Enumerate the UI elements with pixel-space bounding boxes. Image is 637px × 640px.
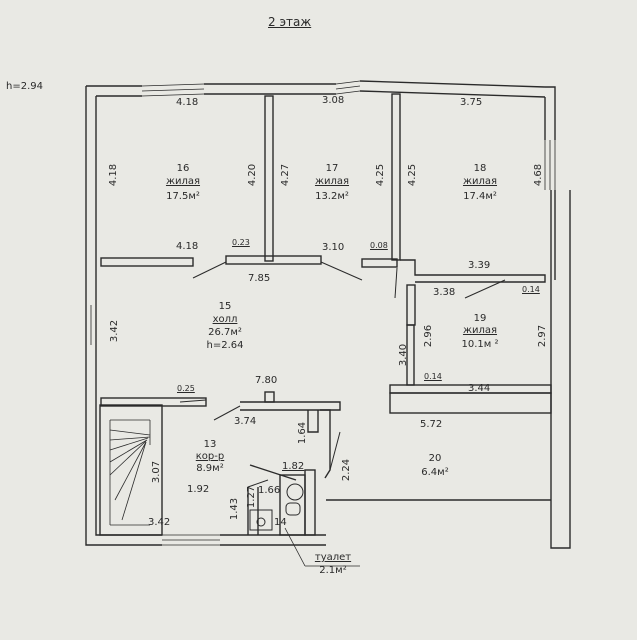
room-number: 13: [203, 439, 217, 450]
room-14-number: 14: [274, 517, 287, 528]
dim-top-19: 3.38: [433, 287, 456, 298]
interior-wall: [99, 93, 552, 536]
dim-corr-width: 1.92: [187, 484, 210, 495]
dim-left-18: 4.25: [407, 163, 419, 187]
wc-leader: [284, 527, 306, 567]
room-area: 13.2м²: [315, 191, 349, 202]
dim-right-16: 4.20: [247, 163, 259, 187]
room-17: 17 жилая 13.2м²: [302, 164, 362, 202]
dim-gap-17-18: 0.08: [370, 241, 388, 250]
dim-right-19: 2.97: [537, 324, 549, 348]
dim-bottom-17: 3.10: [322, 242, 345, 253]
room-number: 15: [218, 301, 232, 312]
dim-wc-inner: 1.27: [246, 485, 258, 509]
dim-hall-bottom: 7.80: [255, 375, 278, 386]
dim-corr-right: 1.64: [297, 421, 309, 445]
dim-bottom-19: 3.44: [468, 383, 491, 394]
room-type: холл: [212, 314, 238, 325]
room-area: 26.7м²: [208, 327, 242, 338]
dim-top-16: 4.18: [176, 97, 199, 108]
room-type: жилая: [462, 325, 498, 336]
room-area: 2.1м²: [319, 565, 347, 576]
height-note: h=2.94: [6, 81, 43, 92]
dim-gap-19: 0.14: [522, 285, 540, 294]
dim-room20-left: 2.24: [341, 458, 353, 482]
room-type: туалет: [314, 552, 352, 563]
room-20: 20 6.4м²: [405, 454, 465, 478]
dim-left-16: 4.18: [108, 163, 120, 187]
dim-left-19: 2.96: [423, 324, 435, 348]
dim-top-17: 3.08: [322, 95, 345, 106]
dim-corr-top: 3.74: [234, 416, 257, 427]
dim-stair-right: 3.07: [151, 460, 163, 484]
room-13: 13 кор-р 8.9м²: [180, 440, 240, 474]
dim-bottom-18: 3.39: [468, 260, 491, 271]
room-16: 16 жилая 17.5м²: [153, 164, 213, 202]
room-area: 6.4м²: [421, 467, 449, 478]
dim-gap-stair: 0.25: [177, 384, 195, 393]
dim-room20-top: 5.72: [420, 419, 443, 430]
dim-gap-bottom-19: 0.14: [424, 372, 442, 381]
dim-mid-hall: 3.40: [398, 343, 410, 367]
dim-corr-bottom: 3.42: [148, 517, 171, 528]
room-type: жилая: [462, 176, 498, 187]
dim-right-18: 4.68: [533, 163, 545, 187]
room-15: 15 холл 26.7м² h=2.64: [195, 302, 255, 351]
dim-right-17: 4.25: [375, 163, 387, 187]
door-swing: [179, 261, 506, 488]
dim-left-hall: 3.42: [109, 319, 121, 343]
floor-title: 2 этаж: [268, 15, 312, 29]
room-number: 17: [325, 163, 339, 174]
room-area: 8.9м²: [196, 463, 224, 474]
dim-corr-step: 1.82: [282, 461, 305, 472]
room-height: h=2.64: [206, 340, 244, 351]
room-area: 17.5м²: [166, 191, 200, 202]
room-14: туалет 2.1м²: [303, 553, 363, 576]
dim-wc-top: 1.66: [258, 485, 281, 496]
room-number: 19: [473, 313, 487, 324]
room-number: 18: [473, 163, 487, 174]
toilet-fixture: [249, 483, 304, 531]
staircase: [109, 419, 151, 526]
room-18: 18 жилая 17.4м²: [450, 164, 510, 202]
dim-top-18: 3.75: [460, 97, 483, 108]
room-type: кор-р: [195, 451, 225, 462]
dim-wc-left: 1.43: [229, 497, 241, 521]
dim-bottom-16: 4.18: [176, 241, 199, 252]
window: [85, 80, 556, 546]
room-19: 19 жилая 10.1м ²: [448, 314, 512, 350]
dim-left-17: 4.27: [280, 163, 292, 187]
room-area: 17.4м²: [463, 191, 497, 202]
dim-gap-16-17: 0.23: [232, 238, 250, 247]
room-area: 10.1м ²: [461, 339, 499, 350]
dim-hall-top: 7.85: [248, 273, 271, 284]
room-number: 16: [176, 163, 190, 174]
room-type: жилая: [165, 176, 201, 187]
room-number: 20: [428, 453, 442, 464]
room-type: жилая: [314, 176, 350, 187]
